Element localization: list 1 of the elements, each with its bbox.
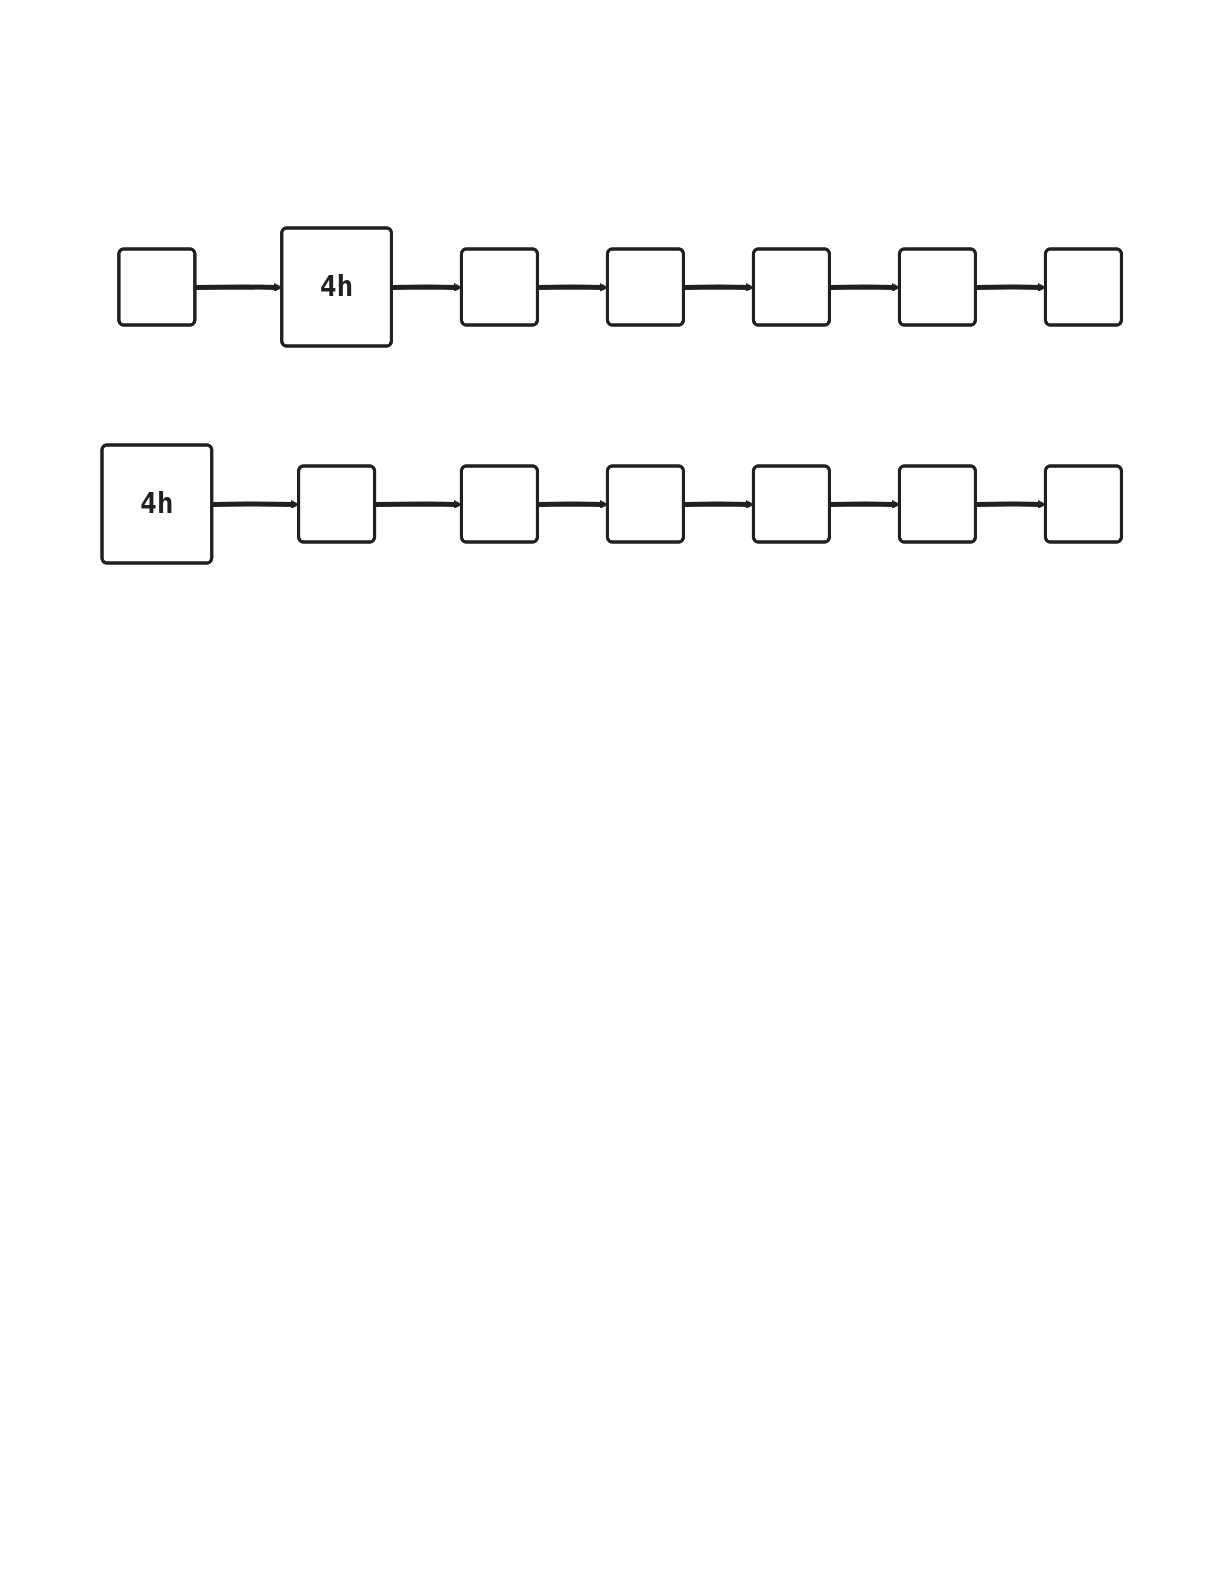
arrow [195,283,283,292]
